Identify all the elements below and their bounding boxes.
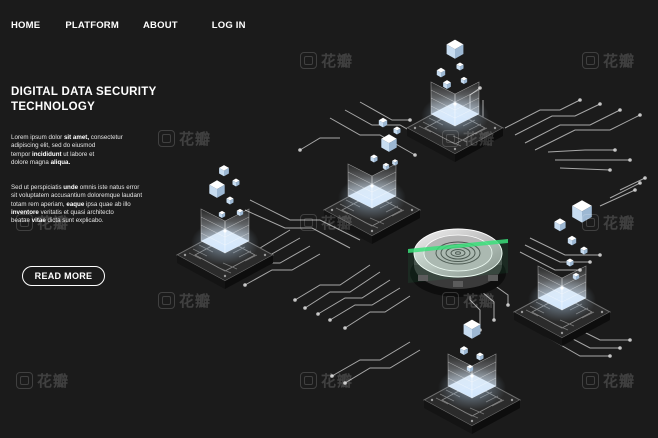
nav-login-link[interactable]: LOG IN <box>211 19 246 31</box>
nav-about-link[interactable]: ABOUT <box>142 19 178 31</box>
chip-upper-middle <box>323 163 421 245</box>
intro-paragraph: Lorem ipsum dolor sit amet, consectetur … <box>11 134 161 167</box>
text-run: consectetur <box>89 134 123 141</box>
text-run: veritatis et quasi architecto <box>38 208 114 216</box>
text-run: beatae <box>11 217 32 225</box>
text-run: Sed ut perspiciatis <box>11 184 64 191</box>
text-run: sit voluptatem accusantium doloremque la… <box>11 192 143 200</box>
chip-right <box>513 265 611 347</box>
top-nav: HOME PLATFORM ABOUT LOG IN <box>11 18 246 32</box>
bold-run: aliqua. <box>50 158 71 166</box>
bold-run: sit amet, <box>63 134 90 141</box>
text-run: adipiscing elit, sed do eiusmod <box>11 142 96 150</box>
bold-run: incididunt <box>31 150 62 158</box>
hero-title: DIGITAL DATA SECURITY TECHNOLOGY <box>11 85 211 114</box>
read-more-button[interactable]: READ MORE <box>22 266 105 286</box>
text-run: omnis iste natus error <box>78 184 140 191</box>
fingerprint-scanner <box>408 228 508 297</box>
text-run: tempor <box>11 150 32 158</box>
detail-paragraph: Sed ut perspiciatis unde omnis iste natu… <box>11 184 161 225</box>
text-run: dolore magna <box>11 158 51 166</box>
text-run: ut labore et <box>61 150 95 158</box>
chip-top <box>406 81 504 163</box>
hero-title-line-2: TECHNOLOGY <box>11 100 96 113</box>
hero-title-line-1: DIGITAL DATA SECURITY <box>11 86 157 98</box>
text-run: dicta sunt explicabo. <box>45 217 104 225</box>
bold-run: unde <box>63 184 79 191</box>
text-run: totam rem aperiam, <box>11 200 67 208</box>
bold-run: inventore <box>11 208 39 216</box>
bold-run: vitae <box>31 217 46 225</box>
nav-home-link[interactable]: HOME <box>11 19 41 31</box>
text-run: Lorem ipsum dolor <box>11 134 64 141</box>
bold-run: eaque <box>66 200 85 208</box>
nav-platform-link[interactable]: PLATFORM <box>65 19 119 31</box>
text-run: ipsa quae ab illo <box>84 200 131 208</box>
